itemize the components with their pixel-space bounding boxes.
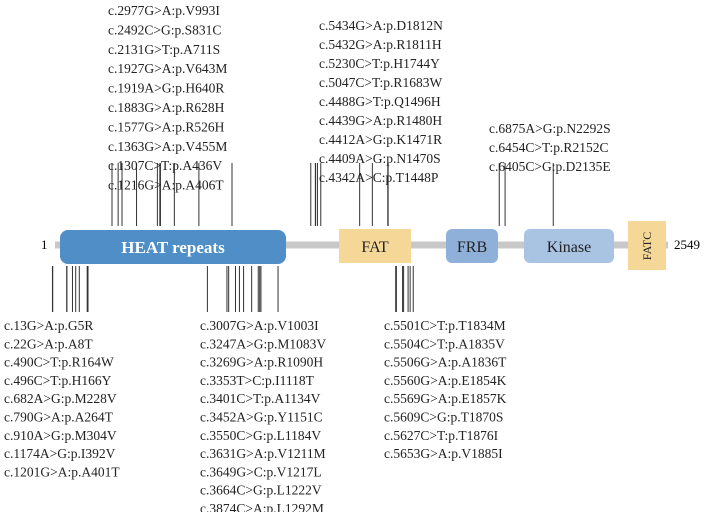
mutation-label: c.4488G>T:p.Q1496H [319,94,441,109]
mutation-label: c.3452A>G:p.Y1151C [200,410,323,425]
domain-frb [446,229,498,263]
mutation-label: c.5047C>T:p.R1683W [319,75,442,90]
mutation-label: c.682A>G:p.M228V [4,391,117,406]
mutation-labels-top-fat: c.5434G>A:p.D1812N c.5432G>A:p.R1811H c.52… [319,18,443,185]
domain-heat-repeats [60,230,286,264]
mutation-label: c.2492C>G:p.S831C [108,22,221,37]
mutation-label: c.3874C>A:p.L1292M [200,501,324,512]
mutation-labels-top-heat: c.2977G>A:p.V993I c.2492C>G:p.S831C c.2131… [108,3,227,193]
mutation-label: c.5609C>G:p.T1870S [384,410,503,425]
domain-fat-label: FAT [361,239,388,256]
domain-fatc-label: FATC [640,232,654,260]
domain-frb-label: FRB [457,239,487,256]
mutation-label: c.1577G>A:p.R526H [108,119,225,134]
mutation-labels-bottom-heat-end: c.3007G>A:p.V1003I c.3247A>G:p.M1083V c.32… [200,318,326,512]
mutation-label: c.3550C>G:p.L1184V [200,428,321,443]
mutation-ticks [51,163,554,312]
domain-kinase-label: Kinase [547,239,591,256]
mutation-label: c.5434G>A:p.D1812N [319,18,443,33]
mutation-label: c.2977G>A:p.V993I [108,3,220,18]
mutation-label: c.3649G>C:p.V1217L [200,464,322,479]
mutation-label: c.5501C>T:p.T1834M [384,318,506,333]
mutation-label: c.13G>A:p.G5R [4,318,93,333]
mutation-label: c.5504C>T:p.A1835V [384,336,505,351]
mutation-label: c.5230C>T:p.H1744Y [319,56,440,71]
mutation-label: c.3247A>G:p.M1083V [200,336,326,351]
end-position-label: 2549 [674,237,700,252]
mutation-label: c.1883G>A:p.R628H [108,100,225,115]
domain-fatc [628,221,666,270]
mutation-label: c.490C>T:p.R164W [4,355,114,370]
mutation-label: c.6405C>G:p.D2135E [489,159,611,174]
mutation-label: c.22G>A:p.A8T [4,336,93,351]
mutation-label: c.3401C>T:p.A1134V [200,391,321,406]
domain-fat [339,229,411,263]
mutation-label: c.4342A>C:p.T1448P [319,170,438,185]
mutation-label: c.1216G>A:p.A406T [108,178,224,193]
mutation-label: c.1363G>A:p.V455M [108,139,227,154]
mutation-labels-bottom-fat: c.5501C>T:p.T1834M c.5504C>T:p.A1835V c.55… [384,318,507,461]
mutation-label: c.6454C>T:p.R2152C [489,140,608,155]
mutation-label: c.790G>A:p.A264T [4,410,114,425]
mutation-label: c.5560G>A:p.E1854K [384,373,507,388]
mutation-label: c.3664C>G:p.L1222V [200,483,322,498]
mutation-label: c.5653G>A:p.V1885I [384,446,503,461]
domain-heat-repeats-label: HEAT repeats [121,238,225,257]
mutation-label: c.1201G>A:p.A401T [4,464,120,479]
mutation-label: c.1927G>A:p.V643M [108,61,227,76]
mutation-label: c.6875A>G:p.N2292S [489,121,611,136]
mutation-label: c.3631G>A:p.V1211M [200,446,326,461]
mutation-label: c.5432G>A:p.R1811H [319,37,442,52]
domain-kinase [524,229,614,263]
mutation-label: c.1174A>G:p.I392V [4,446,116,461]
mutation-label: c.3007G>A:p.V1003I [200,318,319,333]
mutation-label: c.4439G>A:p.R1480H [319,113,442,128]
mutation-label: c.910A>G:p.M304V [4,428,117,443]
mutation-label: c.2131G>T:p.A711S [108,42,220,57]
mutation-label: c.3353T>C:p.I1118T [200,373,315,388]
mutation-label: c.4409A>G:p.N1470S [319,151,441,166]
mutation-label: c.5627C>T:p.T1876I [384,428,499,443]
mutation-label: c.3269G>A:p.R1090H [200,355,323,370]
mutation-label: c.4412A>G:p.K1471R [319,132,442,147]
mutation-label: c.1307C>T:p.A436V [108,158,222,173]
mutation-label: c.5569G>A:p.E1857K [384,391,507,406]
mutation-label: c.1919A>G:p.H640R [108,81,224,96]
start-position-label: 1 [41,237,48,252]
mutation-labels-top-kinase: c.6875A>G:p.N2292S c.6454C>T:p.R2152C c.64… [489,121,611,174]
mutation-label: c.5506G>A:p.A1836T [384,355,507,370]
mutation-labels-bottom-heat-start: c.13G>A:p.G5R c.22G>A:p.A8T c.490C>T:p.R16… [4,318,120,479]
mutation-label: c.496C>T:p.H166Y [4,373,112,388]
